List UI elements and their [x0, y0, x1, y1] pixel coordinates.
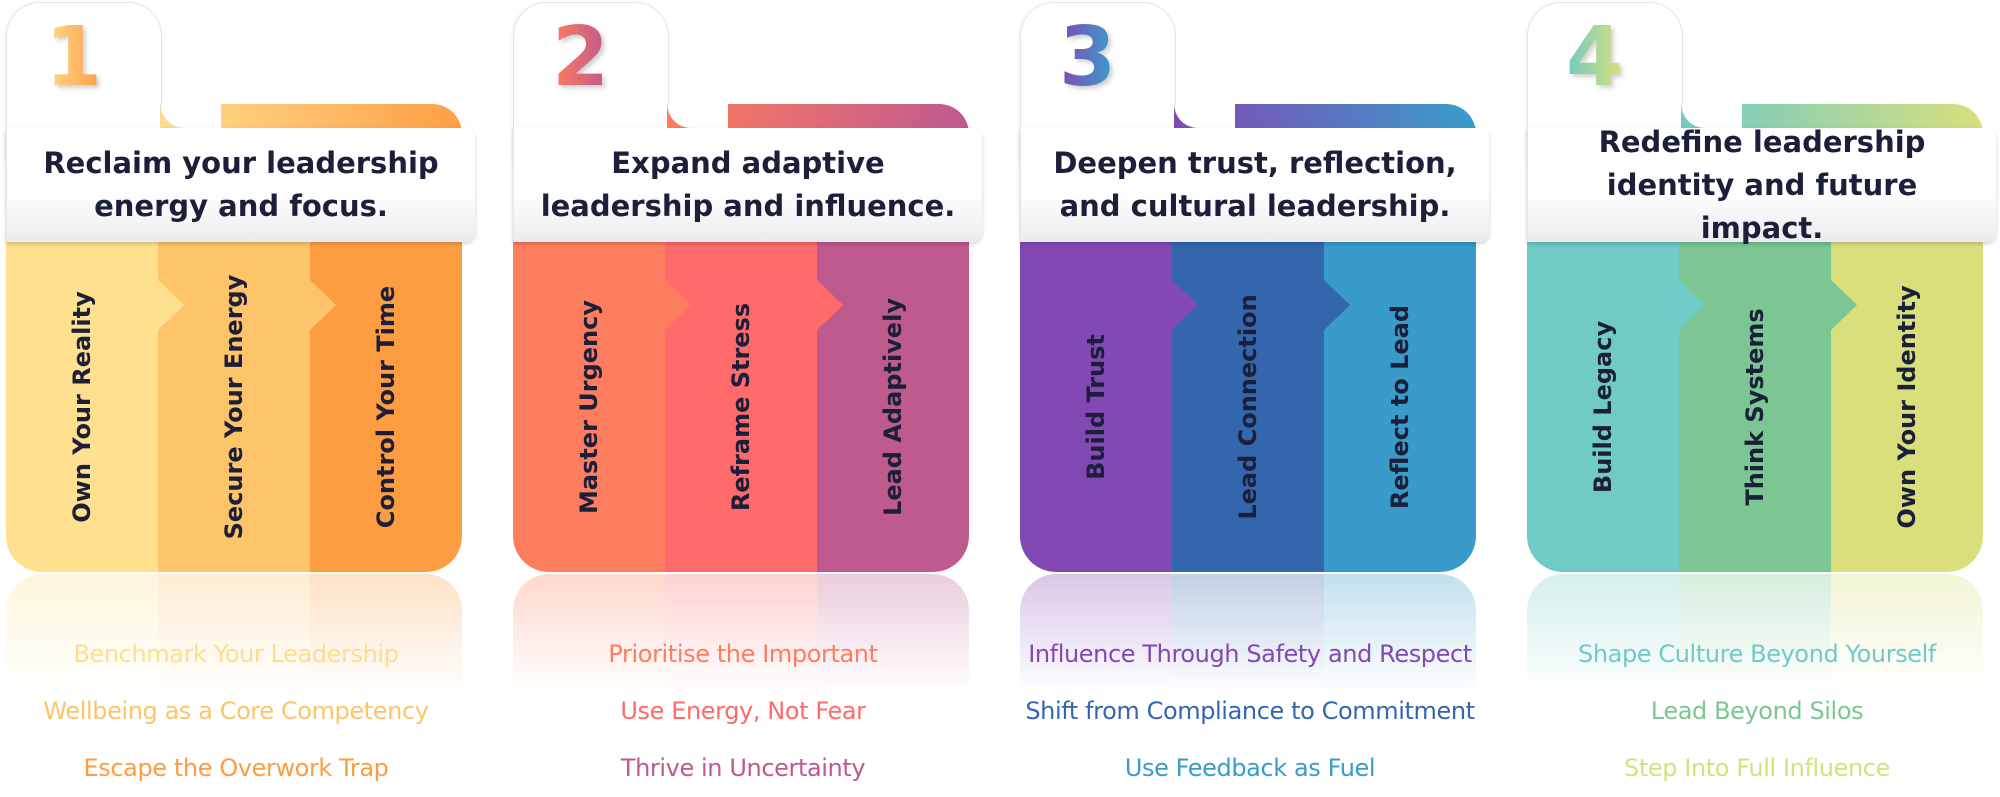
stage-item: Use Feedback as Fuel — [1124, 754, 1376, 782]
chevron-arrow-icon — [158, 280, 184, 330]
reflection — [1020, 574, 1476, 694]
reflection-column — [1527, 574, 1679, 694]
stage-item: Influence Through Safety and Respect — [1028, 640, 1472, 668]
reflection — [6, 574, 462, 694]
stage-item: Shape Culture Beyond Yourself — [1578, 640, 1936, 668]
reflection-column — [513, 574, 665, 694]
reflection-column — [310, 574, 462, 694]
reflection-column — [1020, 574, 1172, 694]
stage-item: Prioritise the Important — [608, 640, 878, 668]
tab-curve — [160, 104, 221, 128]
stage-item: Step Into Full Influence — [1624, 754, 1890, 782]
reflection-column — [1324, 574, 1476, 694]
column: Build Legacy — [1527, 242, 1705, 572]
stage-card-2: 2 Expand adaptive leadership and influen… — [511, 0, 982, 782]
column-label: Build Legacy — [1589, 320, 1617, 494]
reflection-column — [1172, 574, 1324, 694]
column: Master Urgency — [513, 242, 691, 572]
chevron-arrow-icon — [1324, 280, 1350, 330]
column-label: Control Your Time — [372, 285, 400, 529]
column-label: Own Your Identity — [1893, 285, 1921, 529]
column-label: Lead Connection — [1234, 294, 1262, 520]
column-label: Think Systems — [1741, 308, 1769, 506]
tab-curve — [1174, 104, 1235, 128]
stage-columns: Build Trust Lead Connection Reflect to L… — [1020, 242, 1476, 572]
stage-item: Use Energy, Not Fear — [620, 697, 866, 725]
stage-item: Thrive in Uncertainty — [620, 754, 866, 782]
column-label: Reframe Stress — [727, 302, 755, 512]
stage-card-3: 3 Deepen trust, reflection, and cultural… — [1018, 0, 1489, 782]
column-label: Lead Adaptively — [879, 298, 907, 516]
chevron-arrow-icon — [1679, 280, 1705, 330]
stage-title: Expand adaptive leadership and influence… — [540, 146, 956, 223]
stage-items: Influence Through Safety and Respect Shi… — [1018, 626, 1482, 797]
column: Build Trust — [1020, 242, 1198, 572]
chevron-arrow-icon — [310, 280, 336, 330]
chevron-arrow-icon — [817, 280, 843, 330]
stage-number: 4 — [1566, 10, 1623, 105]
column-label: Secure Your Energy — [220, 274, 248, 540]
column-label: Own Your Reality — [68, 291, 96, 523]
tab-curve — [1681, 104, 1742, 128]
stage-item: Benchmark Your Leadership — [73, 640, 399, 668]
stage-number: 3 — [1059, 10, 1116, 105]
chevron-arrow-icon — [1172, 280, 1198, 330]
stage-title: Redefine leadership identity and future … — [1598, 124, 1926, 245]
chevron-arrow-icon — [1831, 280, 1857, 330]
stage-title: Reclaim your leadership energy and focus… — [43, 146, 439, 223]
stage-columns: Master Urgency Reframe Stress Lead Adapt… — [513, 242, 969, 572]
stage-columns: Own Your Reality Secure Your Energy Cont… — [6, 242, 462, 572]
reflection-column — [665, 574, 817, 694]
reflection — [1527, 574, 1983, 694]
stage-item: Escape the Overwork Trap — [83, 754, 389, 782]
reflection — [513, 574, 969, 694]
stage-item: Shift from Compliance to Commitment — [1025, 697, 1475, 725]
reflection-column — [158, 574, 310, 694]
column: Own Your Reality — [6, 242, 184, 572]
reflection-column — [817, 574, 969, 694]
stage-item: Lead Beyond Silos — [1650, 697, 1864, 725]
reflection-column — [1831, 574, 1983, 694]
stage-card-1: 1 Reclaim your leadership energy and foc… — [4, 0, 475, 782]
stage-card-4: 4 Redefine leadership identity and futur… — [1525, 0, 1996, 782]
chevron-arrow-icon — [665, 280, 691, 330]
stage-title-panel: Deepen trust, reflection, and cultural l… — [1020, 128, 1489, 242]
stage-items: Benchmark Your Leadership Wellbeing as a… — [4, 626, 468, 797]
stage-title: Deepen trust, reflection, and cultural l… — [1053, 146, 1457, 223]
stage-columns: Build Legacy Think Systems Own Your Iden… — [1527, 242, 1983, 572]
reflection-column — [1679, 574, 1831, 694]
stage-number: 1 — [45, 10, 102, 105]
stage-title-panel: Redefine leadership identity and future … — [1527, 125, 1996, 245]
stage-number: 2 — [552, 10, 609, 105]
stage-title-panel: Expand adaptive leadership and influence… — [513, 128, 982, 242]
stage-title-panel: Reclaim your leadership energy and focus… — [6, 128, 475, 242]
column-label: Reflect to Lead — [1386, 304, 1414, 510]
stage-item: Wellbeing as a Core Competency — [43, 697, 429, 725]
reflection-column — [6, 574, 158, 694]
column-label: Build Trust — [1082, 334, 1110, 480]
stage-items: Prioritise the Important Use Energy, Not… — [511, 626, 975, 797]
stage-items: Shape Culture Beyond Yourself Lead Beyon… — [1525, 626, 1989, 797]
column-label: Master Urgency — [575, 299, 603, 515]
